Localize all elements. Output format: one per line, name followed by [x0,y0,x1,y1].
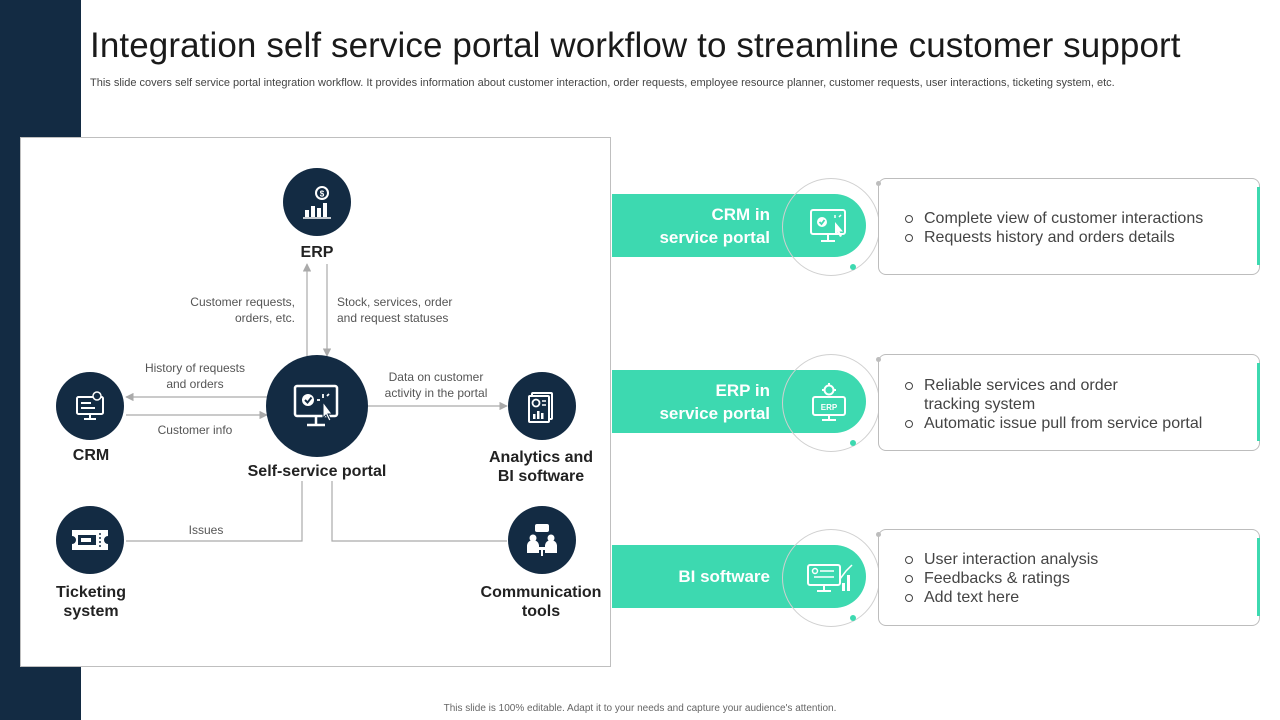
self-service-portal-label: Self-service portal [247,463,387,480]
erp-panel-card: Reliable services and order tracking sys… [876,354,1260,451]
erp-panel-ring-dot [850,440,856,446]
communication-icon [508,506,576,574]
monitor-growth-chart-icon [800,547,860,607]
list-item: Feedbacks & ratings [905,569,1239,588]
flow-label-issues: Issues [188,523,224,537]
erp-label: ERP [300,244,334,261]
list-item: Automatic issue pull from service portal [905,414,1239,433]
erp-panel-bullets: Reliable services and order tracking sys… [905,376,1239,433]
line-ticketing-portal [126,481,303,542]
analytics-label: Analytics and BI software [488,449,594,485]
page-subtitle: This slide covers self service portal in… [90,77,1115,89]
list-item: Requests history and orders details [905,228,1239,247]
crm-panel-label: CRM in service portal [659,204,770,247]
flow-label-customer-requests: Customer requests, orders, etc. [190,295,295,325]
erp-icon: $ [283,168,351,236]
bi-panel-card: User interaction analysis Feedbacks & ra… [876,529,1260,626]
communication-label: Communication tools [480,584,602,620]
self-service-portal-icon [266,355,368,457]
crm-label: CRM [72,447,110,464]
svg-text:$: $ [320,190,325,199]
crm-panel-bullets: Complete view of customer interactions R… [905,209,1239,247]
connector-lines [125,263,508,542]
crm-icon [56,372,124,440]
ticketing-icon [56,506,124,574]
crm-panel-ring-dot [850,264,856,270]
bi-panel-label: BI software [678,567,770,586]
page-title: Integration self service portal workflow… [90,26,1181,65]
footer-note: This slide is 100% editable. Adapt it to… [443,703,837,714]
bi-panel-ring-dot [850,615,856,621]
crm-panel-card: Complete view of customer interactions R… [876,178,1260,275]
erp-panel-label: ERP in service portal [659,380,770,423]
line-communication-portal [331,481,507,542]
flow-label-history: History of requests and orders [144,361,246,391]
flow-label-customer-info: Customer info [157,423,233,437]
monitor-check-click-icon [800,196,860,256]
list-item: Reliable services and order tracking sys… [905,376,1239,414]
ticketing-label: Ticketing system [56,584,126,620]
svg-text:ERP: ERP [821,403,838,412]
bi-panel-bullets: User interaction analysis Feedbacks & ra… [905,550,1239,607]
analytics-icon [508,372,576,440]
flow-label-data-activity: Data on customer activity in the portal [384,370,488,400]
monitor-erp-gear-icon: ERP [800,372,860,432]
list-item: User interaction analysis [905,550,1239,569]
list-item: Complete view of customer interactions [905,209,1239,228]
flow-label-stock-services: Stock, services, order and request statu… [337,295,453,325]
workflow-diagram: $ ERP CRM [20,137,611,667]
list-item: Add text here [905,588,1239,607]
